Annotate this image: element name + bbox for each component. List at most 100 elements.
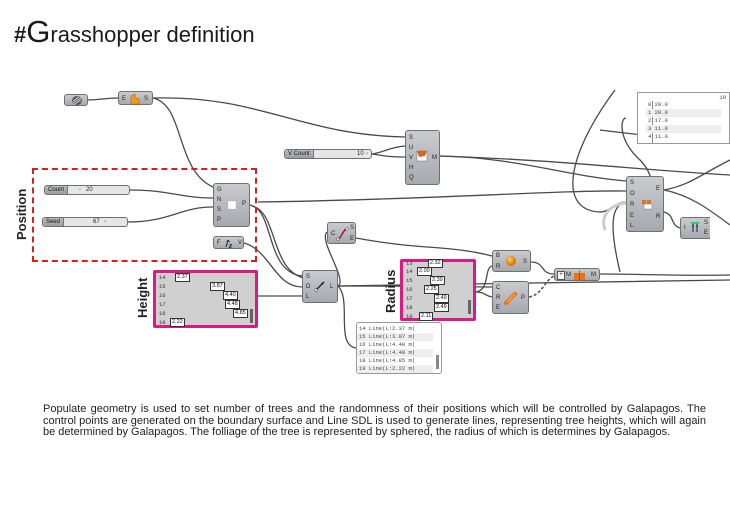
graph-row-index: 19 bbox=[159, 319, 166, 326]
port-label: M bbox=[566, 272, 571, 278]
slider-label: V Count bbox=[285, 150, 314, 158]
scrollbar[interactable] bbox=[468, 300, 471, 314]
brep-edges-component[interactable]: E S bbox=[118, 91, 153, 105]
wire-sort-e-out bbox=[663, 159, 730, 191]
pipe-icon bbox=[504, 292, 517, 305]
port-label: S bbox=[523, 259, 528, 265]
slider-value: 67 bbox=[93, 219, 100, 225]
port-label: V bbox=[238, 240, 243, 246]
wire-sort-o-thick bbox=[602, 201, 627, 231]
list-item-icon bbox=[691, 222, 699, 232]
port-label: S bbox=[306, 274, 311, 280]
mesh-join-component[interactable]: + M M bbox=[554, 268, 600, 281]
port-label: U bbox=[409, 145, 414, 151]
unit-z-icon: z bbox=[225, 239, 233, 249]
slider-value: 20 bbox=[86, 187, 93, 193]
wire-sort-to-listitem bbox=[663, 211, 681, 229]
radius-group-label: Radius bbox=[383, 269, 398, 313]
sort-list-component[interactable]: S O R E L E R bbox=[626, 176, 664, 232]
port-label: E bbox=[630, 213, 635, 219]
scrollbar[interactable] bbox=[436, 355, 439, 369]
wire-pipe-to-merge-dashed bbox=[528, 275, 555, 298]
panel-row: 1 20.0 bbox=[646, 109, 721, 117]
populate-geometry-component[interactable]: G N S P P bbox=[213, 183, 250, 227]
slider-handle-icon[interactable]: ◦ bbox=[104, 219, 107, 225]
panel-header: 19 bbox=[719, 94, 726, 101]
curve-endpoints-component[interactable]: C S E bbox=[327, 222, 356, 244]
panel-row: 16 Line(L:4.40 m) bbox=[359, 341, 416, 348]
position-group-label: Position bbox=[14, 188, 29, 240]
brep-edges-icon bbox=[130, 93, 140, 105]
divide-surface-component[interactable]: S U V H Q M bbox=[405, 130, 440, 185]
port-label: O bbox=[630, 191, 635, 197]
slider-handle-icon[interactable]: ◦ bbox=[79, 187, 82, 193]
add-input-icon[interactable]: + bbox=[557, 271, 565, 280]
line-sdl-component[interactable]: S D L L bbox=[302, 270, 338, 303]
port-label: R bbox=[630, 202, 635, 208]
port-label: L bbox=[306, 294, 310, 300]
graph-row-index: 15 bbox=[406, 277, 413, 284]
scrollbar[interactable] bbox=[250, 309, 253, 323]
surface-param[interactable] bbox=[64, 94, 88, 106]
list-item-component[interactable]: I S E bbox=[680, 217, 710, 239]
page-title: #Grasshopper definition bbox=[14, 14, 255, 50]
wire-endpoints-to-sphere bbox=[355, 237, 493, 257]
count-slider[interactable]: Count ◦ 20 bbox=[44, 185, 130, 195]
sphere-component[interactable]: B R S bbox=[492, 250, 531, 272]
graph-value-label: 2.11 bbox=[419, 312, 434, 321]
surface-param-icon bbox=[72, 96, 82, 105]
graph-value-label: 2.32 bbox=[428, 259, 443, 268]
port-label: E bbox=[350, 236, 355, 242]
wire-line-to-panel bbox=[337, 285, 357, 349]
graph-value-label: 3.87 bbox=[210, 282, 225, 291]
title-hash: # bbox=[14, 22, 27, 47]
port-label: R bbox=[496, 264, 501, 270]
pipe-component[interactable]: C R E P bbox=[492, 281, 529, 314]
radius-graph-mapper[interactable]: 13 14 15 16 17 18 19 2.32 2.00 2.39 2.25… bbox=[400, 259, 476, 321]
wire-line-to-endpoints bbox=[324, 231, 341, 287]
graph-row-index: 14 bbox=[159, 274, 166, 281]
graph-value-label: 4.48 bbox=[225, 300, 240, 309]
graph-row-index: 16 bbox=[159, 292, 166, 299]
panel-row: 19 Line(L:2.22 m) bbox=[357, 365, 433, 373]
line-output-panel[interactable]: 14 Line(L:2.37 m) 15 Line(L:3.87 m) 16 L… bbox=[356, 322, 442, 374]
port-label: E bbox=[704, 230, 709, 236]
graph-value-label: 4.85 bbox=[233, 309, 248, 318]
value-panel[interactable]: 19 0 20.0 1 20.0 2 17.0 3 11.0 4 11.0 bbox=[637, 92, 730, 144]
seed-slider[interactable]: Seed 67 ◦ bbox=[42, 217, 128, 227]
position-group bbox=[32, 168, 257, 262]
svg-text:z: z bbox=[228, 241, 233, 249]
mesh-join-icon bbox=[574, 270, 585, 280]
port-label: S bbox=[350, 225, 355, 231]
port-label: P bbox=[242, 201, 247, 207]
graph-value-label: 2.39 bbox=[430, 276, 445, 285]
graph-row-index: 13 bbox=[406, 260, 413, 267]
wire-vcount-to-u bbox=[371, 145, 406, 155]
slider-handle-icon[interactable]: ◦ bbox=[366, 151, 369, 157]
panel-divider bbox=[652, 101, 653, 143]
wire-sort-from-below bbox=[612, 202, 626, 273]
port-label: S bbox=[704, 220, 709, 226]
panel-row: 4 11.0 bbox=[648, 133, 668, 140]
populate-icon bbox=[227, 200, 237, 210]
panel-row: 15 Line(L:3.87 m) bbox=[357, 333, 433, 341]
wire-populate-to-line-2 bbox=[251, 205, 305, 279]
height-graph-mapper[interactable]: 14 15 16 17 18 19 2.37 3.87 4.40 4.48 4.… bbox=[153, 270, 258, 328]
wire-radius-to-sphere bbox=[475, 265, 493, 293]
sphere-icon bbox=[506, 256, 516, 266]
graph-row-index: 18 bbox=[159, 310, 166, 317]
wire-merge-to-right bbox=[599, 273, 730, 276]
wire-divide-to-right bbox=[439, 155, 730, 176]
port-label: R bbox=[496, 295, 501, 301]
graph-row-index: 16 bbox=[406, 286, 413, 293]
unit-z-component[interactable]: F z V bbox=[213, 236, 244, 249]
wire-unitz-to-line bbox=[243, 242, 303, 288]
description-text: Populate geometry is used to set number … bbox=[43, 403, 706, 438]
wire-count-to-n bbox=[129, 189, 214, 199]
port-label: M bbox=[591, 272, 596, 278]
slider-label: Seed bbox=[43, 218, 65, 226]
port-label: N bbox=[217, 197, 222, 203]
v-count-slider[interactable]: V Count 10 ◦ bbox=[284, 149, 372, 159]
panel-row: 0 20.0 bbox=[648, 101, 668, 108]
